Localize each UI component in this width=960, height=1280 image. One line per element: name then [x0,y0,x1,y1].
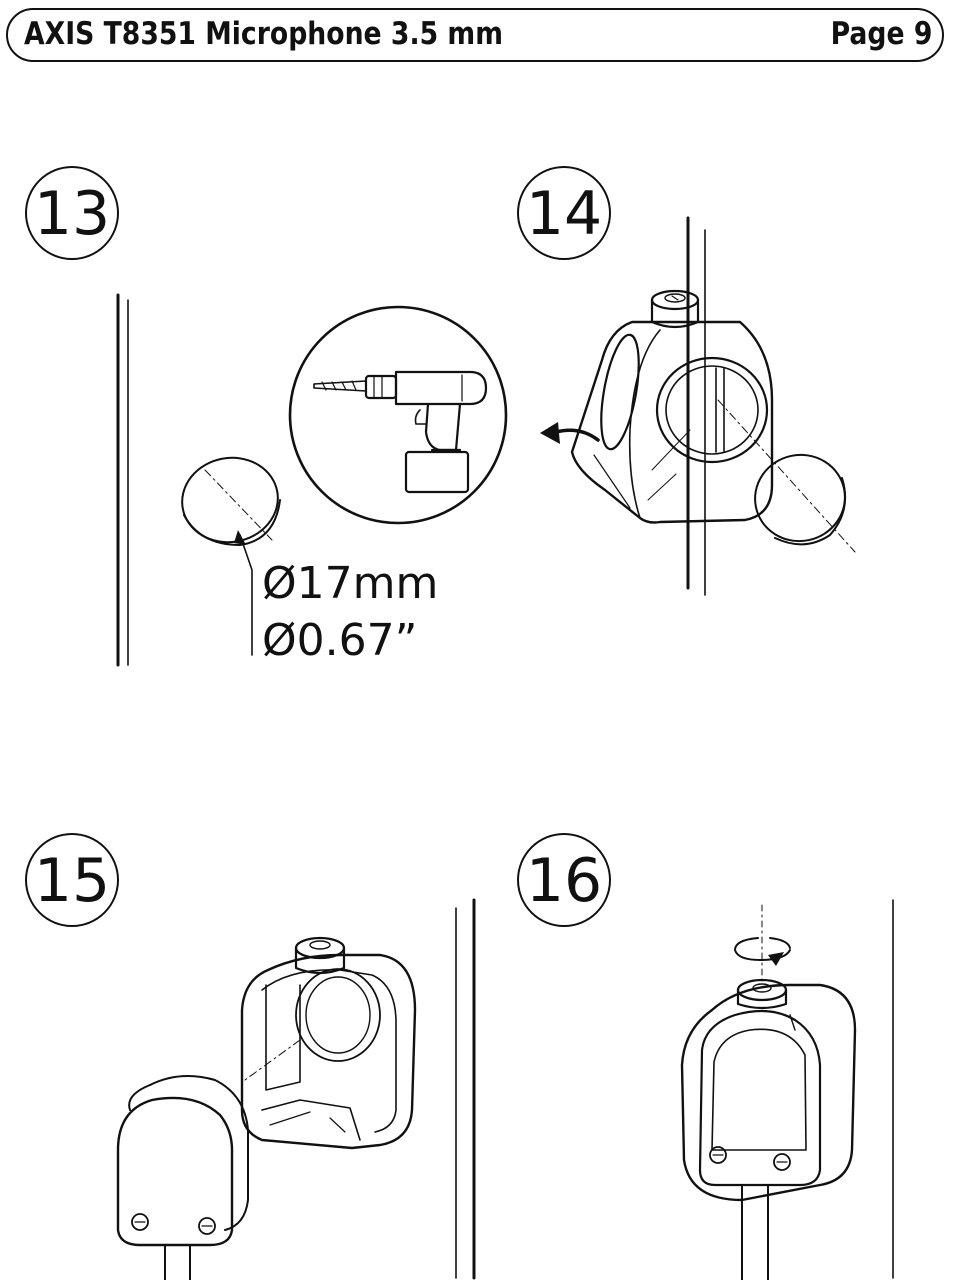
step-15-panel: 15 [25,833,476,1280]
step-15-number: 15 [34,846,110,916]
microphone-housing-15 [240,936,417,1150]
step-13-badge: 13 [25,166,119,260]
step-14-badge: 14 [517,166,611,260]
dimension-metric: Ø17mm [262,558,438,609]
removed-disc-14 [717,399,856,553]
page-header: AXIS T8351 Microphone 3.5 mm Page 9 [6,8,944,62]
step-13-panel: 13 Ø17mm Ø0.67” [25,166,508,667]
step-16-panel: 16 [517,833,894,1280]
microphone-housing-16 [680,904,857,1280]
page-number: Page 9 [830,16,932,52]
wall-13 [116,293,129,667]
step-13-number: 13 [34,179,110,249]
hole-disc-13 [181,456,281,546]
step-14-number: 14 [526,179,602,249]
step-16-number: 16 [526,846,602,916]
rotate-arrow-16 [734,937,791,966]
wall-15 [455,898,476,1280]
step-14-panel: 14 [517,166,856,596]
rotate-arrow-14 [540,422,600,444]
drill-icon [288,305,508,525]
microphone-housing-14 [570,289,774,524]
microphone-unit-15 [116,1075,249,1280]
dimension-imperial: Ø0.67” [262,615,417,666]
step-15-badge: 15 [25,833,119,927]
document-title: AXIS T8351 Microphone 3.5 mm [24,16,503,52]
dimension-leader [234,530,253,656]
step-16-badge: 16 [517,833,611,927]
wall-14 [686,216,706,596]
